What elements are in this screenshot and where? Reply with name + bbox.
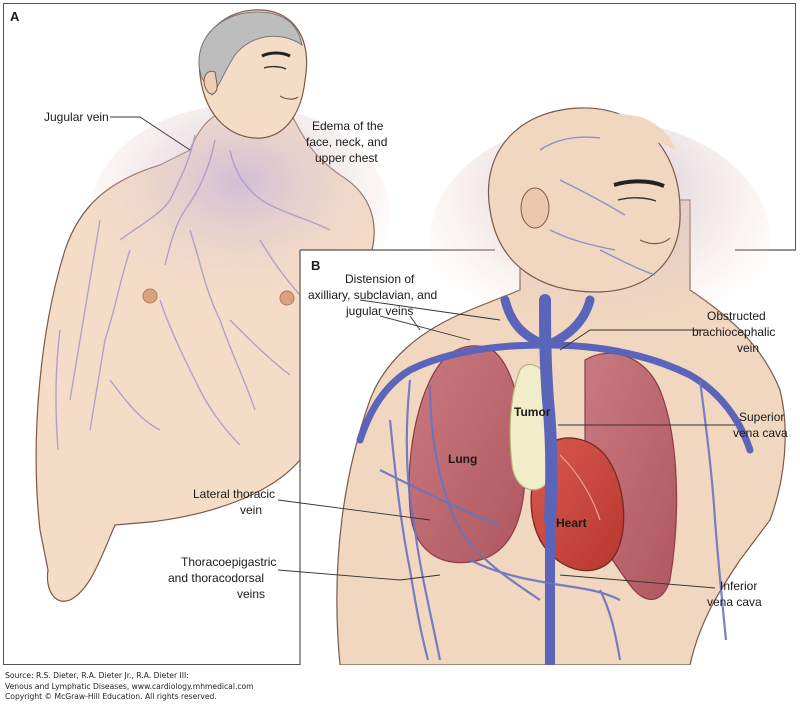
label-edema-line-1: Edema of the <box>312 119 384 133</box>
label-thoracoepigastric-line-1: Thoracoepigastric <box>181 555 276 569</box>
label-jugular-vein: Jugular vein <box>44 110 109 124</box>
label-obstructed-line-1: Obstructed <box>707 309 766 323</box>
label-thoracoepigastric-line-2: and thoracodorsal <box>168 571 264 585</box>
panel-a-letter: A <box>10 9 20 24</box>
label-edema-line-3: upper chest <box>315 151 378 165</box>
source-line-1: Source: R.S. Dieter, R.A. Dieter Jr., R.… <box>5 671 189 680</box>
label-inferior-vena-cava: Inferior vena cava <box>707 579 762 609</box>
label-lateral-thoracic-line-2: vein <box>240 503 262 517</box>
label-superior-vc-line-2: vena cava <box>733 426 788 440</box>
label-superior-vena-cava: Superior vena cava <box>733 410 788 440</box>
label-thoracoepigastric: Thoracoepigastric and thoracodorsal vein… <box>168 555 276 601</box>
lung-label: Lung <box>448 452 477 466</box>
panel-b-letter: B <box>311 258 320 273</box>
tumor-label: Tumor <box>514 405 551 419</box>
label-inferior-vc-line-2: vena cava <box>707 595 762 609</box>
label-obstructed-line-3: vein <box>737 341 759 355</box>
heart-label: Heart <box>556 516 587 530</box>
source-line-2: Venous and Lymphatic Diseases, www.cardi… <box>5 681 254 691</box>
medical-illustration: Tumor Lung Heart A B Jugular vein Edema … <box>10 9 796 665</box>
label-distension-line-2: axilliary, subclavian, and <box>308 288 437 302</box>
label-obstructed: Obstructed brachiocephalic vein <box>692 309 775 355</box>
source-line-3: Copyright © McGraw-Hill Education. All r… <box>5 692 217 701</box>
label-inferior-vc-line-1: Inferior <box>720 579 757 593</box>
label-edema: Edema of the face, neck, and upper chest <box>306 119 387 165</box>
label-distension-line-3: jugular veins <box>345 304 413 318</box>
label-edema-line-2: face, neck, and <box>306 135 387 149</box>
label-lateral-thoracic: Lateral thoracic vein <box>193 487 275 517</box>
label-lateral-thoracic-line-1: Lateral thoracic <box>193 487 275 501</box>
label-distension: Distension of axilliary, subclavian, and… <box>308 272 437 318</box>
source-citation: Source: R.S. Dieter, R.A. Dieter Jr., R.… <box>5 671 795 703</box>
label-superior-vc-line-1: Superior <box>739 410 784 424</box>
label-thoracoepigastric-line-3: veins <box>237 587 265 601</box>
label-distension-line-1: Distension of <box>345 272 415 286</box>
leader-lines <box>110 116 735 589</box>
panel-b-figure: Tumor Lung Heart <box>299 107 796 665</box>
label-obstructed-line-2: brachiocephalic <box>692 325 775 339</box>
